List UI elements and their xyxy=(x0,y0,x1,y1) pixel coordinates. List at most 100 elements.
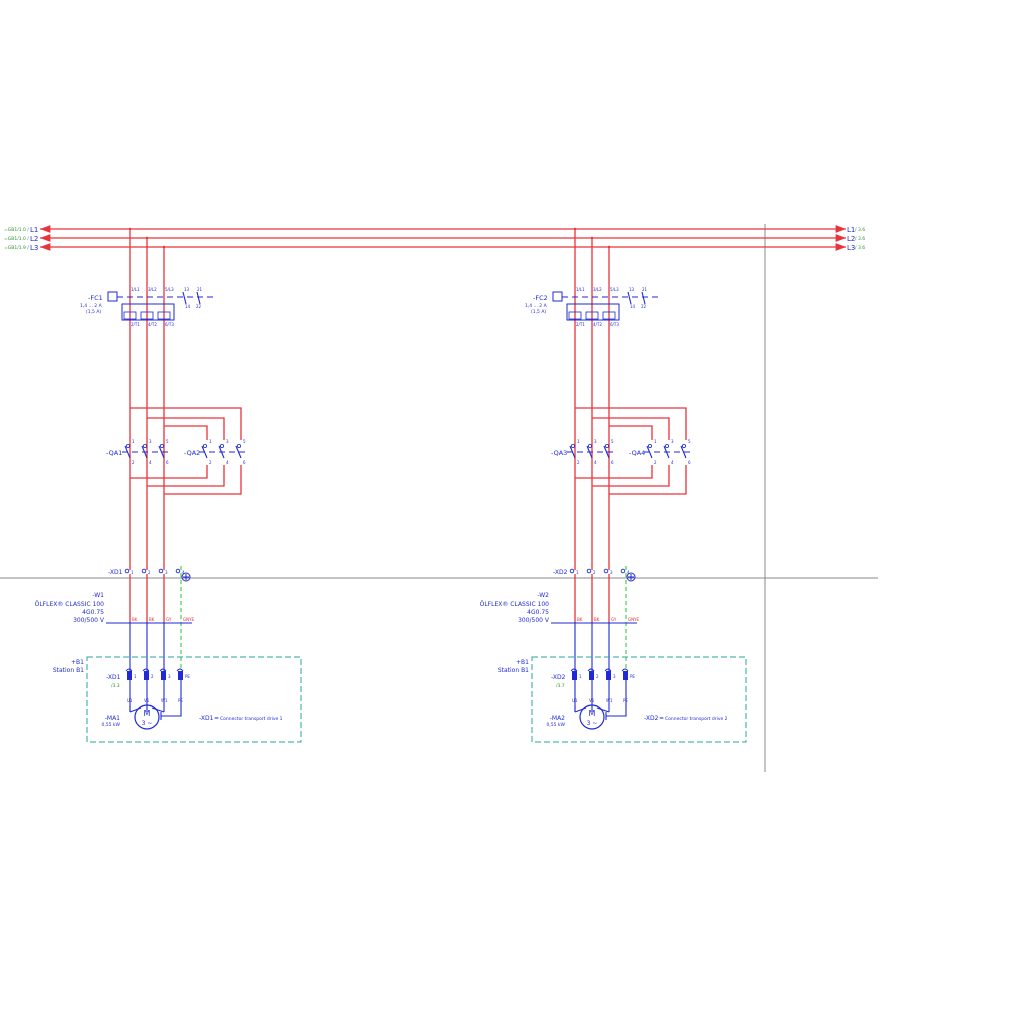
station-enclosure xyxy=(531,656,747,743)
cable-voltage: 300/500 V xyxy=(518,617,550,624)
connector-tag: -XD2 xyxy=(644,715,659,722)
pole-mark-icon xyxy=(682,443,687,448)
contactor-pole-icon xyxy=(158,445,165,459)
socket-icon xyxy=(176,668,184,672)
plug-pin-number: PE xyxy=(630,674,635,679)
cross-wire xyxy=(130,465,208,479)
ground-symbol-icon xyxy=(626,572,636,582)
fc-bottom-terminal: 4/T2 xyxy=(593,322,602,327)
plug-pin-icon xyxy=(572,671,577,680)
motor-pe-lead xyxy=(606,712,627,717)
plug-pin-icon xyxy=(178,671,183,680)
bus-phase-label: L3 xyxy=(30,244,38,252)
busbar-l3: =GB1/1.9 / L3 L3 / 3.6 xyxy=(4,243,865,252)
motor-terminal: W1 xyxy=(606,698,613,703)
ground-symbol-icon xyxy=(181,572,191,582)
fc-aux-terminal: 21 xyxy=(197,287,203,292)
xd-terminal-number: 2 xyxy=(593,570,596,575)
cross-wire xyxy=(592,465,670,487)
cable-core-color: BK xyxy=(577,617,583,622)
cable-core-color: GY xyxy=(166,617,172,622)
qa-left-tag: -QA3 xyxy=(551,449,567,457)
qa-top-terminal: 3 xyxy=(671,439,674,444)
fc-current-range: 1,4 ... 2 A xyxy=(80,303,103,309)
connector-eq: = xyxy=(214,715,219,722)
plug-pin-icon xyxy=(606,671,611,680)
pole-mark-icon xyxy=(159,443,164,448)
trip-unit-box xyxy=(566,303,620,321)
connector-tag: -XD1 xyxy=(199,715,214,722)
bus-right-ref: / 3.6 xyxy=(855,245,865,251)
fc-aux-terminal: 22 xyxy=(196,304,202,309)
motor-icon xyxy=(579,704,605,730)
socket-icon xyxy=(570,668,578,672)
bus-right-ref: / 3.6 xyxy=(855,236,865,242)
fc-top-terminal: 5/L3 xyxy=(165,287,174,292)
fc-top-terminal: 1/L1 xyxy=(576,287,585,292)
plug-pin-icon xyxy=(623,671,628,680)
plug-pin-number: PE xyxy=(185,674,190,679)
motor-lead xyxy=(129,707,142,713)
junction-dot xyxy=(128,227,132,231)
station-name: Station B1 xyxy=(498,667,529,674)
terminal-icon xyxy=(158,568,164,574)
fc-bottom-terminal: 4/T2 xyxy=(148,322,157,327)
fc-aux-terminal: 14 xyxy=(630,304,636,309)
plug-pin-number: 1 xyxy=(134,674,137,679)
motor-pe-lead xyxy=(161,712,182,717)
cross-wire xyxy=(147,465,225,487)
station-name: Station B1 xyxy=(53,667,84,674)
fc-bottom-terminal: 2/T1 xyxy=(576,322,585,327)
motor-tag: -MA1 xyxy=(105,715,120,722)
fc-current-setting: (1,5 A) xyxy=(531,309,546,315)
qa-bottom-terminal: 6 xyxy=(688,460,691,465)
fc-aux-terminal: 13 xyxy=(184,287,190,292)
motor-symbol: M xyxy=(144,709,151,718)
qa-bottom-terminal: 2 xyxy=(654,460,657,465)
xd-terminal-number: 2 xyxy=(148,570,151,575)
cross-wire xyxy=(592,417,670,440)
bus-phase-label: L2 xyxy=(30,235,38,243)
xd-terminal-number: 1 xyxy=(576,570,579,575)
qa-top-terminal: 1 xyxy=(577,439,580,444)
fc-bottom-terminal: 6/T3 xyxy=(610,322,619,327)
cable-spec: 4G0.75 xyxy=(527,609,549,616)
cable-core-color: BK xyxy=(132,617,138,622)
qa-top-terminal: 1 xyxy=(132,439,135,444)
cross-wire xyxy=(164,465,242,495)
motor-phase: 3 ~ xyxy=(587,720,598,727)
junction-dot xyxy=(162,245,166,249)
plug-pin-number: 3 xyxy=(168,674,171,679)
motor-icon xyxy=(134,704,160,730)
qa-bottom-terminal: 6 xyxy=(243,460,246,465)
connector-desc: Connector transport drive 1 xyxy=(220,716,283,722)
fc-aux-terminal: 13 xyxy=(629,287,635,292)
socket-icon xyxy=(142,668,150,672)
plug-pin-icon xyxy=(161,671,166,680)
xd-tag: -XD1 xyxy=(108,569,123,576)
cable-core-color: BK xyxy=(594,617,600,622)
xd-terminal-number: 3 xyxy=(165,570,168,575)
ground-cross-icon xyxy=(628,574,634,580)
qa-bottom-terminal: 2 xyxy=(577,460,580,465)
qa-bottom-terminal: 4 xyxy=(226,460,229,465)
bus-phase-label: L1 xyxy=(847,226,855,234)
fc-tag: -FC1 xyxy=(88,294,103,302)
cable-type: ÖLFLEX® CLASSIC 100 xyxy=(35,601,105,608)
motor-rating: 0,55 kW xyxy=(101,722,120,728)
motor-lead xyxy=(596,707,610,713)
fc-aux-terminal: 21 xyxy=(642,287,648,292)
junction-dot xyxy=(590,236,594,240)
qa-top-terminal: 3 xyxy=(594,439,597,444)
xd-terminal-number: 1 xyxy=(131,570,134,575)
cable-spec: 4G0.75 xyxy=(82,609,104,616)
plug-pin-number: 2 xyxy=(596,674,599,679)
bus-phase-label: L1 xyxy=(30,226,38,234)
contactor-pole-icon xyxy=(235,445,242,459)
handle-box-icon xyxy=(552,291,563,302)
